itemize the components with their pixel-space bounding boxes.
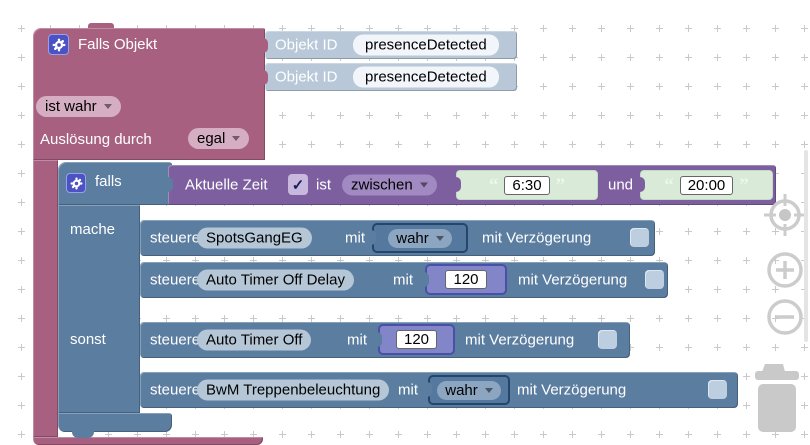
start-time-string-block[interactable]: “ 6:30 ” [456, 170, 598, 200]
ist-label: ist [316, 176, 331, 194]
steuere-label: steuere [150, 331, 201, 349]
aktuelle-zeit-label: Aktuelle Zeit [185, 176, 268, 194]
wahr-dropdown[interactable]: wahr [388, 228, 452, 248]
target-field[interactable]: Auto Timer Off [197, 329, 312, 351]
connector-tab [368, 230, 376, 245]
trigger-block-top-notch [88, 23, 114, 29]
trash-can-icon [755, 364, 799, 432]
time-enabled-checkbox[interactable]: ✓ [288, 174, 308, 195]
delay-checkbox[interactable] [630, 228, 649, 247]
zwischen-dropdown[interactable]: zwischen [342, 174, 437, 196]
dropdown-arrow-icon [232, 136, 241, 141]
close-quote-icon: ” [555, 174, 566, 196]
objekt-id-input[interactable]: presenceDetected [353, 34, 499, 56]
ausloesung-label: Auslösung durch [40, 131, 152, 148]
falls-block-left-column[interactable] [58, 205, 140, 413]
dropdown-arrow-icon [435, 235, 444, 241]
dropdown-arrow-icon [103, 104, 112, 109]
falls-objekt-block[interactable]: Falls Objekt ist wahr Auslösung durch eg… [33, 28, 265, 160]
sonst-label: sonst [70, 331, 106, 348]
crosshair-target-icon [764, 194, 806, 236]
wahr-dropdown-value: wahr [396, 229, 429, 247]
egal-dropdown[interactable]: egal [188, 128, 250, 149]
connector-tab [374, 332, 382, 347]
falls-block-bottom-bar[interactable] [58, 413, 172, 432]
close-quote-icon: ” [739, 174, 749, 196]
objekt-id-label: Objekt ID [275, 36, 338, 54]
zwischen-dropdown-value: zwischen [351, 176, 413, 194]
falls-block-bottom-notch [72, 431, 94, 438]
target-field[interactable]: SpotsGangEG [197, 227, 312, 249]
trigger-block-left-column[interactable] [33, 160, 58, 437]
steuere-label: steuere [150, 229, 201, 247]
delay-label: mit Verzögerung [482, 229, 592, 247]
end-time-input[interactable]: 20:00 [679, 175, 734, 195]
und-label: und [608, 176, 634, 194]
ist-wahr-dropdown-value: ist wahr [45, 98, 97, 115]
zoom-in-button[interactable] [763, 248, 807, 292]
connector-tab [636, 177, 645, 192]
mit-label: mit [398, 381, 418, 399]
condition-block[interactable]: Aktuelle Zeit ✓ ist zwischen “ 6:30 ” un… [168, 165, 776, 205]
statement-block-steuere[interactable]: steuere BwM Treppenbeleuchtung mit wahr … [140, 372, 738, 408]
gear-glyph [70, 177, 82, 189]
plus-circle-icon [767, 252, 803, 288]
value-block-wahr[interactable]: wahr [372, 223, 468, 253]
falls-block-header[interactable]: falls [58, 162, 172, 205]
connector-tab [259, 38, 268, 53]
wahr-dropdown[interactable]: wahr [437, 380, 501, 400]
steuere-label: steuere [150, 381, 201, 399]
ist-wahr-dropdown[interactable]: ist wahr [36, 96, 121, 117]
objekt-id-block[interactable]: Objekt ID presenceDetected [265, 63, 517, 91]
objekt-id-block[interactable]: Objekt ID presenceDetected [265, 31, 517, 59]
connector-tab [421, 272, 429, 287]
mit-label: mit [347, 331, 367, 349]
delay-label: mit Verzögerung [465, 331, 575, 349]
delay-checkbox[interactable] [645, 270, 664, 289]
statement-block-steuere[interactable]: steuere Auto Timer Off mit 120 mit Verzö… [140, 322, 630, 358]
connector-tab [164, 177, 173, 192]
statement-block-steuere[interactable]: steuere Auto Timer Off Delay mit 120 mit… [140, 262, 668, 298]
gear-icon[interactable] [48, 34, 69, 55]
delay-checkbox[interactable] [708, 380, 727, 399]
connector-tab [424, 382, 432, 397]
delay-label: mit Verzögerung [517, 381, 627, 399]
value-block-number[interactable]: 120 [425, 264, 507, 295]
scrollbar-thumb[interactable] [804, 150, 808, 342]
end-time-string-block[interactable]: “ 20:00 ” [640, 170, 773, 200]
number-input[interactable]: 120 [395, 330, 438, 349]
zoom-reset-button[interactable] [759, 189, 810, 241]
falls-keyword-label: falls [95, 173, 122, 190]
mit-label: mit [345, 229, 365, 247]
dropdown-arrow-icon [419, 182, 428, 188]
egal-dropdown-value: egal [197, 130, 226, 147]
objekt-id-label: Objekt ID [275, 68, 338, 86]
dropdown-arrow-icon [484, 387, 493, 393]
mache-label: mache [70, 221, 116, 238]
gear-glyph [52, 38, 65, 51]
connector-tab [452, 177, 461, 192]
start-time-input[interactable]: 6:30 [504, 175, 550, 195]
connector-tab [259, 70, 268, 85]
target-field[interactable]: BwM Treppenbeleuchtung [197, 379, 390, 401]
delay-label: mit Verzögerung [518, 271, 628, 289]
gear-icon[interactable] [66, 173, 86, 193]
zoom-out-button[interactable] [763, 295, 807, 339]
trigger-block-title: Falls Objekt [78, 36, 158, 53]
statement-block-steuere[interactable]: steuere SpotsGangEG mit wahr mit Verzöge… [140, 220, 655, 256]
minus-circle-icon [767, 299, 803, 335]
trigger-block-bottom-bar[interactable] [33, 437, 263, 445]
trash-button[interactable] [752, 357, 802, 435]
steuere-label: steuere [150, 271, 201, 289]
mit-label: mit [393, 271, 413, 289]
open-quote-icon: “ [488, 174, 499, 196]
value-block-number[interactable]: 120 [378, 324, 455, 355]
objekt-id-input[interactable]: presenceDetected [353, 66, 499, 88]
value-block-wahr[interactable]: wahr [428, 375, 510, 405]
number-input[interactable]: 120 [445, 270, 487, 289]
delay-checkbox[interactable] [598, 330, 617, 349]
wahr-dropdown-value: wahr [445, 381, 478, 399]
target-field[interactable]: Auto Timer Off Delay [197, 269, 354, 291]
open-quote-icon: “ [664, 174, 674, 196]
